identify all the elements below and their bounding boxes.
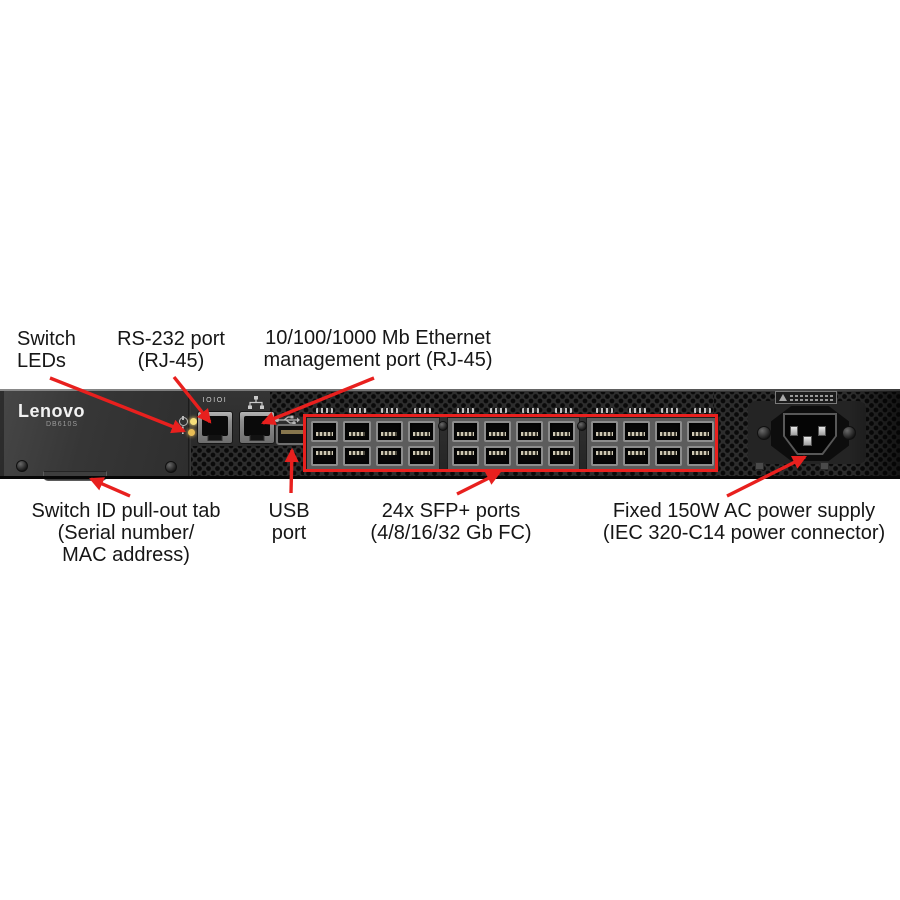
sfp-port[interactable] [311,445,339,466]
sfp-group-1 [306,408,440,470]
indicator-mark [755,462,764,470]
rj45-socket [244,416,270,436]
sfp-port[interactable] [655,421,682,442]
sfp-port[interactable] [452,421,479,442]
callout-rs232-port: RS-232 port (RJ-45) [117,328,225,372]
callout-line: (IEC 320-C14 power connector) [602,522,886,544]
status-led-attention [188,429,195,436]
screw [577,421,587,431]
model-number: DB610S [46,421,79,428]
callout-line: (Serial number/ [57,522,195,544]
rj45-clip-slot [249,435,265,441]
indicator-mark [820,462,829,470]
callout-mgmt-ethernet: 10/100/1000 Mb Ethernet management port … [264,327,493,371]
callout-sfp-ports: 24x SFP+ ports (4/8/16/32 Gb FC) [370,500,531,544]
sfp-port[interactable] [375,421,403,442]
sfp-port[interactable] [687,445,714,466]
rj45-clip-slot [207,435,223,441]
callout-power-supply: Fixed 150W AC power supply (IEC 320-C14 … [603,500,885,544]
sfp-port[interactable] [591,421,618,442]
sfp-port-number-label [316,408,333,413]
callout-line: RS-232 port [117,328,225,350]
callout-line: port [271,522,307,544]
sfp-port[interactable] [623,421,650,442]
sfp-port[interactable] [687,421,714,442]
callout-line: Switch ID pull-out tab [31,500,221,522]
callout-line: MAC address) [62,544,190,566]
lenovo-logo: Lenovo [18,401,86,421]
callout-line: management port (RJ-45) [263,349,493,371]
callout-usb-port: USB port [268,500,309,544]
sfp-port-number-label [413,408,431,413]
sfp-port[interactable] [548,421,575,442]
callout-line: 10/100/1000 Mb Ethernet [265,327,491,349]
sfp-port[interactable] [655,445,682,466]
warning-triangle-icon [779,394,787,401]
ethernet-network-icon [248,396,264,409]
callout-line: 24x SFP+ ports [381,500,521,522]
sfp-port[interactable] [548,445,575,466]
sfp-port[interactable] [407,421,435,442]
attention-status-icon: ! [181,425,185,437]
sfp-port[interactable] [375,445,403,466]
chassis-left-shadow [0,391,4,476]
sfp-port[interactable] [484,421,511,442]
rj45-socket [202,416,228,436]
sfp-highlight-box [303,414,718,472]
sfp-port[interactable] [623,445,650,466]
sfp-port-number-label [628,408,646,413]
chassis-right-shadow [848,391,900,476]
sfp-port[interactable] [516,421,543,442]
sfp-port[interactable] [343,445,371,466]
sfp-port-number-label [457,408,474,413]
vent-grille-bottom [304,469,716,476]
sfp-port[interactable] [452,445,479,466]
sfp-port-number-label [661,408,678,413]
callout-switch-id-tab: Switch ID pull-out tab (Serial number/ M… [32,500,221,566]
sfp-port[interactable] [516,445,543,466]
sfp-port-number-label [693,408,711,413]
chassis-top-edge [0,389,900,391]
vent-grille-left [186,446,306,476]
sfp-port-number-label [554,408,572,413]
callout-line: Fixed 150W AC power supply [612,500,876,522]
switch-chassis: Lenovo DB610S ! IOIOI [0,389,900,481]
status-led-power [190,418,197,425]
screw [16,460,28,472]
sfp-group-3 [586,408,719,470]
rs232-serial-port[interactable] [197,411,233,444]
warning-text-line [790,394,833,397]
arrow-pullout-tab [89,477,131,498]
warning-text-line [790,399,833,401]
sfp-port[interactable] [484,445,511,466]
warning-label [775,391,837,404]
sfp-port[interactable] [591,445,618,466]
power-pin-right [818,426,826,436]
sfp-port-number-label [381,408,398,413]
serial-port-marking: IOIOI [202,397,228,404]
power-pin-ground [803,436,812,446]
chassis-bottom-edge [0,476,900,479]
power-pin-left [790,426,798,436]
callout-line: LEDs [17,350,66,372]
sfp-port-number-label [596,408,613,413]
sfp-port-number-label [489,408,507,413]
screw [757,426,771,440]
sfp-port-number-label [522,408,539,413]
sfp-group-2 [447,408,580,470]
callout-line: (RJ-45) [137,350,205,372]
screw [165,461,177,473]
ethernet-mgmt-port[interactable] [239,411,275,444]
screw [438,421,448,431]
callout-line: USB [268,500,310,522]
callout-line: Switch [17,328,76,350]
callout-line: (4/8/16/32 Gb FC) [370,522,532,544]
sfp-port[interactable] [407,445,435,466]
sfp-port-number-label [348,408,366,413]
callout-switch-leds: Switch LEDs [17,328,76,372]
